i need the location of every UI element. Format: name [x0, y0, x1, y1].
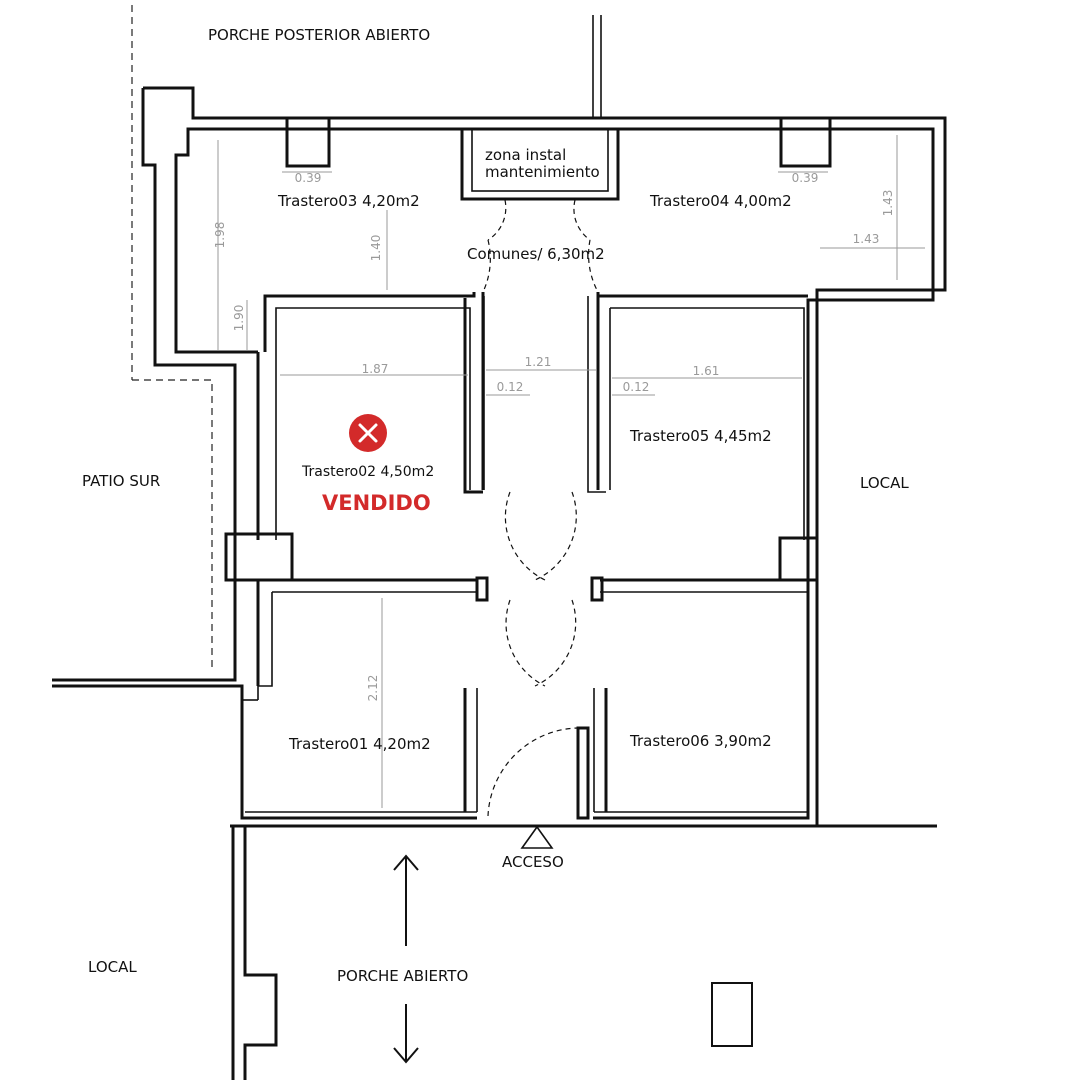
label-trastero04: Trastero04 4,00m2 [649, 192, 792, 210]
label-local-left: LOCAL [88, 958, 137, 976]
label-trastero02: Trastero02 4,50m2 [301, 464, 434, 480]
outer-wall [52, 86, 947, 1080]
porch-pillar [711, 982, 753, 1047]
dim-1-21: 1.21 [525, 355, 552, 369]
dim-1-90: 1.90 [232, 305, 246, 332]
dim-1-40: 1.40 [369, 235, 383, 262]
label-porche-posterior: PORCHE POSTERIOR ABIERTO [208, 26, 430, 44]
label-comunes: Comunes/ 6,30m2 [467, 245, 605, 263]
inner-walls [224, 116, 832, 820]
dim-1-98: 1.98 [213, 222, 227, 249]
label-local-right: LOCAL [860, 474, 909, 492]
double-arrow-icon [393, 854, 419, 1064]
label-patio-sur: PATIO SUR [82, 472, 160, 490]
dim-1-43-vertical: 1.43 [881, 190, 895, 217]
label-zona-instal: zona instal [485, 146, 566, 164]
dimension-labels: 1.98 1.90 1.40 1.43 1.43 1.87 1.21 0.12 … [213, 171, 895, 701]
label-trastero05: Trastero05 4,45m2 [629, 427, 772, 445]
dim-0-39-b: 0.39 [792, 171, 819, 185]
dim-0-12-a: 0.12 [497, 380, 524, 394]
dim-1-43-horizontal: 1.43 [853, 232, 880, 246]
exterior-walls-top [592, 15, 602, 118]
triangle-icon [520, 825, 554, 849]
label-acceso: ACCESO [502, 853, 564, 871]
dim-0-39: 0.39 [295, 171, 322, 185]
label-trastero06: Trastero06 3,90m2 [629, 732, 772, 750]
dim-0-12-b: 0.12 [623, 380, 650, 394]
dim-1-87: 1.87 [362, 362, 389, 376]
label-porche-abierto: PORCHE ABIERTO [337, 967, 468, 985]
door-swings [482, 199, 599, 817]
label-trastero01: Trastero01 4,20m2 [288, 735, 431, 753]
dim-2-12: 2.12 [366, 675, 380, 702]
label-trastero03: Trastero03 4,20m2 [277, 192, 420, 210]
property-boundary [131, 5, 213, 672]
dim-1-61: 1.61 [693, 364, 720, 378]
label-vendido: VENDIDO [322, 491, 431, 515]
close-circle-icon [349, 414, 387, 452]
dimension-lines [217, 135, 925, 808]
label-mantenimiento: mantenimiento [485, 163, 600, 181]
